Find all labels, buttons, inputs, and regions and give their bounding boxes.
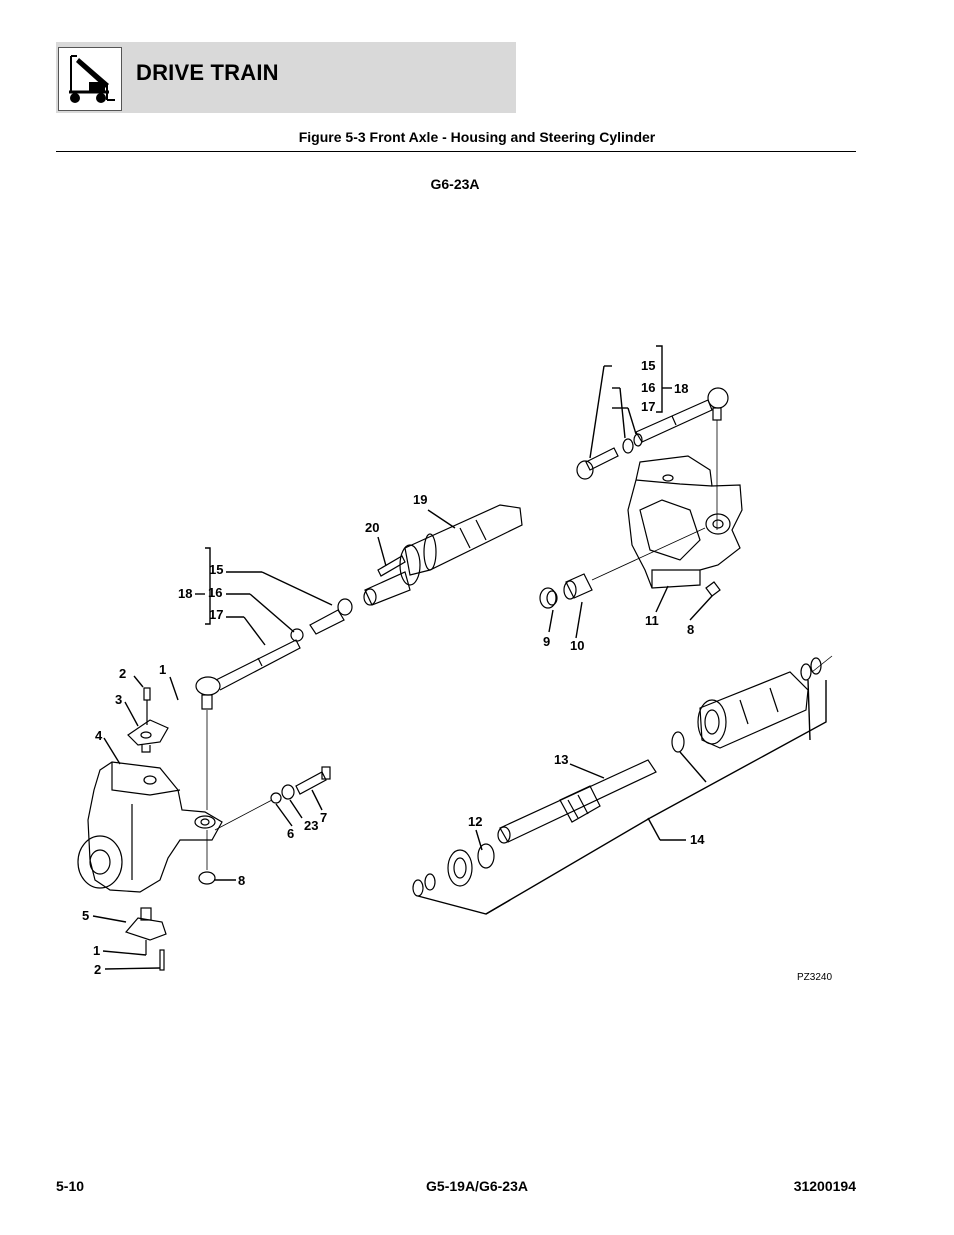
callout-16b: 16: [641, 380, 655, 395]
header-rule: [56, 151, 856, 152]
callout-18b: 18: [674, 381, 688, 396]
cylinder-tube-assembly: [412, 655, 833, 897]
callout-14: 14: [690, 832, 705, 847]
callout-labels: 1 2 3 4 5 1 2 6 23 7 8 15 16 17 18 20 19…: [82, 358, 832, 983]
section-title: DRIVE TRAIN: [136, 60, 279, 85]
callout-11: 11: [645, 613, 659, 628]
callout-18a: 18: [178, 586, 192, 601]
stop-bolt-assembly: [214, 766, 331, 831]
callout-15a: 15: [209, 562, 223, 577]
figure-title: Figure 5-3 Front Axle - Housing and Stee…: [298, 129, 656, 145]
callout-2b: 2: [94, 962, 101, 977]
left-tie-rod-end: [195, 639, 301, 885]
callout-12: 12: [468, 814, 482, 829]
callout-9: 9: [543, 634, 550, 649]
footer-doc-number: 31200194: [793, 1178, 856, 1194]
left-jam-nut: [290, 628, 304, 642]
callout-19: 19: [413, 492, 427, 507]
drawing-number: PZ3240: [797, 972, 832, 983]
callout-23: 23: [304, 818, 318, 833]
callout-8a: 8: [238, 873, 245, 888]
left-tie-rod-stud: [309, 598, 353, 635]
callout-15b: 15: [641, 358, 655, 373]
callout-1a: 1: [159, 662, 166, 677]
callout-17a: 17: [209, 607, 223, 622]
callout-2a: 2: [119, 666, 126, 681]
right-tie-rod-end: [576, 387, 729, 530]
callout-6: 6: [287, 826, 294, 841]
callout-7: 7: [320, 810, 327, 825]
callout-3: 3: [115, 692, 122, 707]
lower-king-pin-plate: [124, 907, 167, 971]
upper-king-pin-plate: [127, 687, 169, 753]
callout-4: 4: [95, 728, 103, 743]
callout-20: 20: [365, 520, 379, 535]
header-band: [56, 42, 516, 113]
callout-16a: 16: [208, 585, 222, 600]
callout-5: 5: [82, 908, 89, 923]
footer-models: G5-19A/G6-23A: [426, 1178, 528, 1194]
page-number: 5-10: [56, 1178, 85, 1194]
callout-17b: 17: [641, 399, 655, 414]
left-steering-knuckle: [77, 761, 223, 893]
seal-and-bushing: [539, 527, 721, 609]
forklift-logo-icon: [58, 47, 122, 111]
callout-13: 13: [554, 752, 568, 767]
right-axle-housing: [627, 455, 743, 589]
steering-cylinder-body: [363, 504, 523, 606]
callout-1b: 1: [93, 943, 100, 958]
callout-10: 10: [570, 638, 584, 653]
model-label: G6-23A: [430, 176, 480, 192]
callout-8b: 8: [687, 622, 694, 637]
leader-lines: [92, 345, 827, 970]
